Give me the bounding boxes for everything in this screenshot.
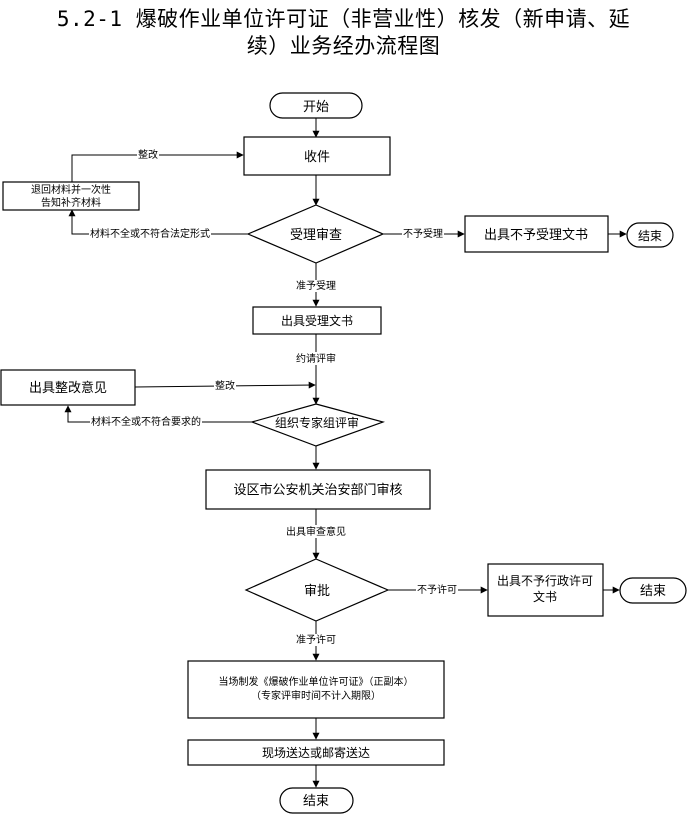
diagram-title-line-1: 5.2-1 爆破作业单位许可证（非营业性）核发（新申请、延 — [56, 7, 631, 31]
node-issue-rectification — [0, 369, 136, 406]
node-approval-label: 审批 — [304, 584, 330, 599]
node-return-materials-line-2: 告知补齐材料 — [41, 196, 101, 209]
node-end-3-label: 结束 — [303, 794, 329, 809]
node-approval — [244, 558, 390, 622]
node-issue-license-line-1: 当场制发《爆破作业单位许可证》（正副本） — [219, 675, 414, 688]
node-end-2 — [619, 577, 687, 604]
edge-label-background — [295, 634, 337, 646]
node-issue-denial-line-2: 文书 — [533, 589, 557, 604]
node-end-1-label: 结束 — [638, 229, 662, 243]
node-issue-acceptance-label: 出具受理文书 — [281, 313, 353, 328]
node-expert-review — [250, 403, 386, 447]
node-issue-denial — [487, 563, 604, 617]
edge-label-background — [90, 415, 202, 428]
label-accepted: 准予受理 — [296, 280, 336, 292]
node-police-review-label: 设区市公安机关治安部门审核 — [233, 482, 402, 498]
diagram-title-line-2: 续）业务经办流程图 — [246, 34, 441, 58]
node-issue-rectification-label: 出具整改意见 — [29, 380, 107, 396]
node-return-materials — [2, 181, 140, 211]
node-return-materials-line-1: 退回材料并一次性 — [31, 183, 111, 196]
edge-label-background — [89, 227, 211, 240]
node-issue-rejection — [464, 215, 609, 253]
edge-label-background — [137, 148, 159, 161]
node-issue-acceptance — [252, 306, 382, 335]
node-end-2-label: 结束 — [640, 584, 666, 599]
node-issue-license — [187, 660, 445, 719]
node-start-label: 开始 — [303, 100, 329, 115]
node-end-3 — [279, 787, 354, 814]
node-expert-review-label: 组织专家组评审 — [275, 415, 359, 430]
node-issue-rejection-label: 出具不予受理文书 — [484, 228, 588, 243]
edge-label-background — [416, 584, 458, 596]
node-end-1 — [626, 222, 674, 248]
node-receive-label: 收件 — [304, 150, 330, 165]
node-acceptance-review-label: 受理审查 — [290, 228, 342, 243]
edge-label-background — [295, 352, 337, 365]
node-receive — [243, 136, 391, 176]
edge-label-background — [402, 228, 444, 240]
label-permitted: 准予许可 — [296, 634, 336, 646]
label-incomplete-1: 材料不全或不符合法定形式 — [90, 227, 210, 240]
label-incomplete-2: 材料不全或不符合要求的 — [91, 415, 201, 428]
node-issue-denial-line-1: 出具不予行政许可 — [497, 574, 593, 588]
edge-label-background — [285, 525, 347, 538]
node-acceptance-review — [246, 204, 385, 264]
label-not-permitted: 不予许可 — [417, 584, 457, 596]
edge-labels: 整改 材料不全或不符合法定形式 不予受理 准予受理 约请评审 整改 材料不全或不… — [89, 148, 458, 646]
label-not-accepted: 不予受理 — [403, 228, 443, 240]
label-rectify-1: 整改 — [138, 148, 158, 161]
node-delivery — [187, 739, 445, 766]
node-issue-license-line-2: （专家评审时间不计入期限） — [251, 689, 381, 702]
node-start — [269, 92, 363, 119]
edge-label-background — [214, 379, 236, 392]
node-police-review — [205, 469, 431, 510]
edge-return-receive — [71, 151, 244, 182]
label-invite-review: 约请评审 — [296, 352, 336, 365]
label-review-opinion: 出具审查意见 — [286, 525, 346, 538]
edge-label-background — [295, 280, 337, 292]
node-delivery-label: 现场送达或邮寄送达 — [262, 745, 370, 760]
label-rectify-2: 整改 — [215, 379, 235, 392]
